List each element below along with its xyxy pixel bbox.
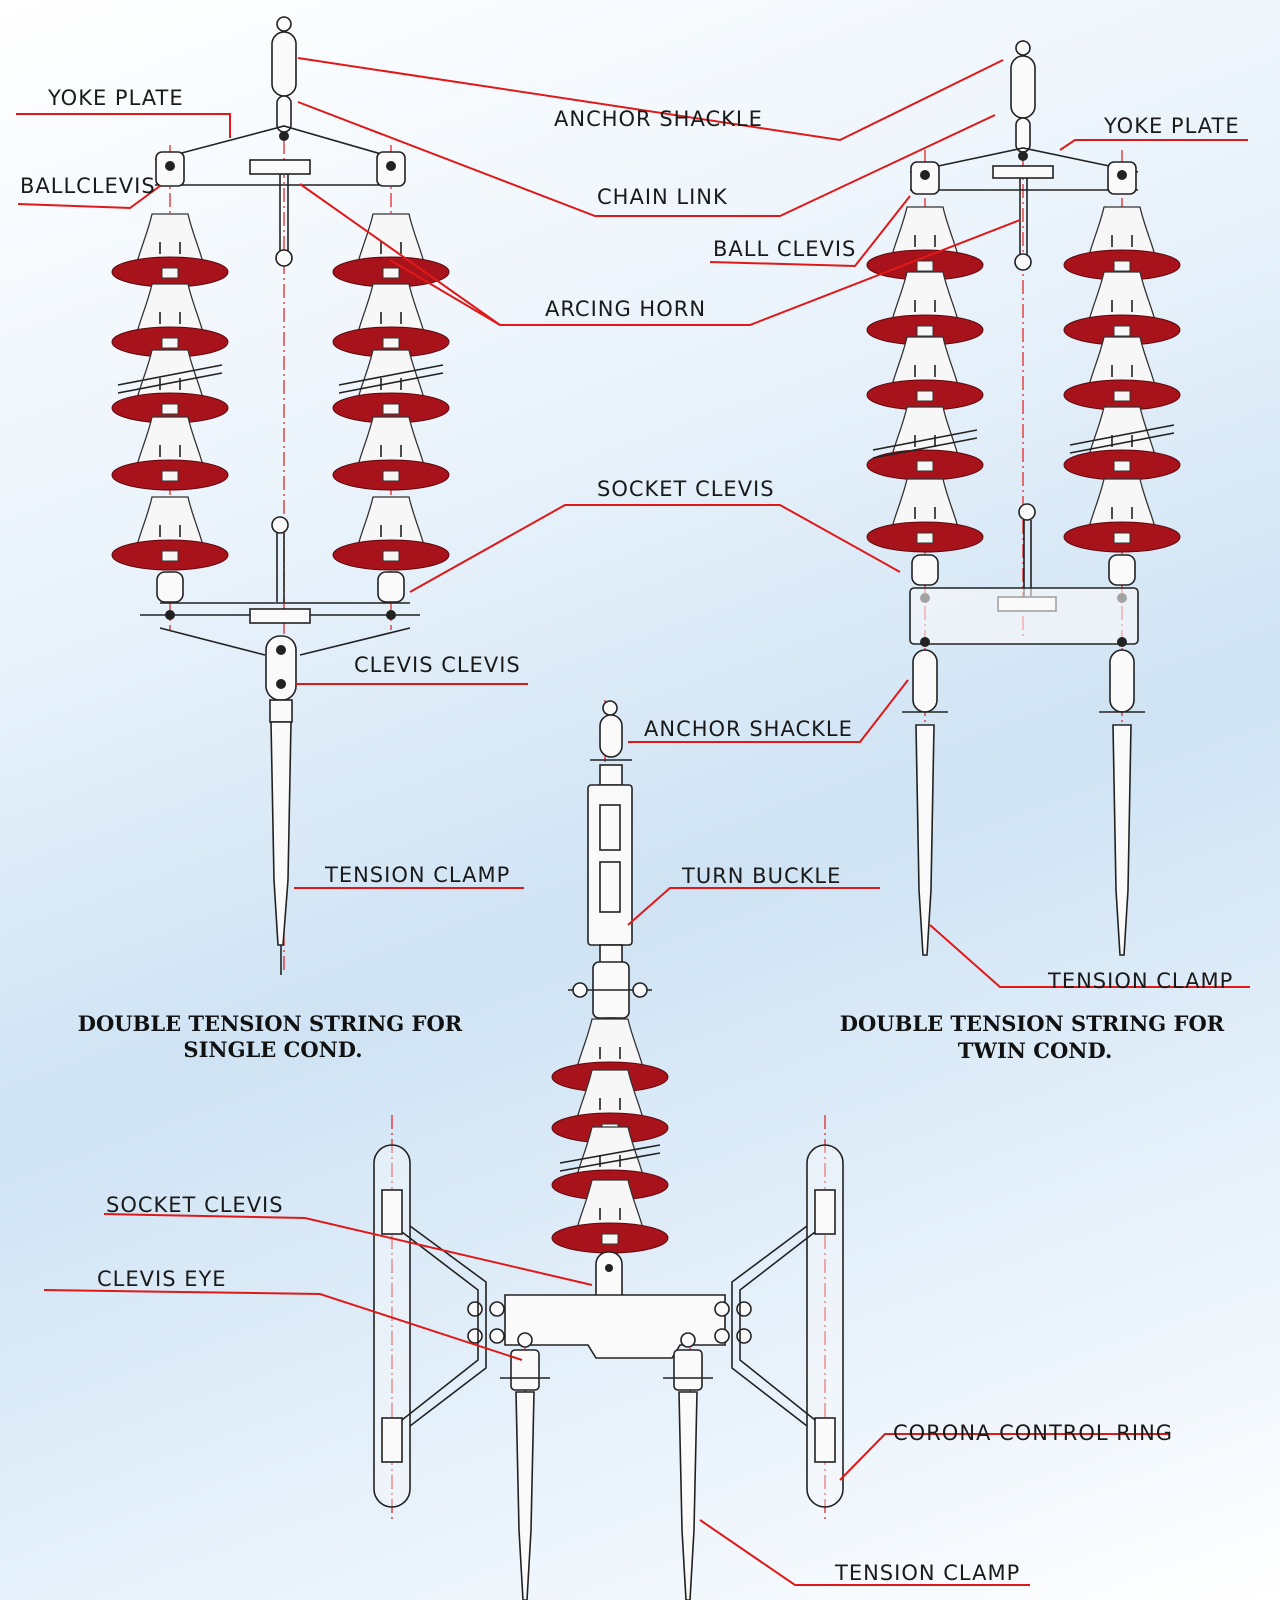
ball-clevis-left-a <box>155 151 185 187</box>
ball-clevis-left-b <box>376 151 406 187</box>
caption-twin-line2: TWIN COND. <box>958 1038 1113 1063</box>
label-socket-clevis-top: SOCKET CLEVIS <box>597 477 775 501</box>
single-cond-assembly <box>111 16 450 975</box>
anchor-shackle-right <box>1010 40 1036 161</box>
label-tension-clamp-right: TENSION CLAMP <box>1047 969 1233 993</box>
turn-buckle <box>587 764 633 966</box>
insulator-string-left-a <box>111 213 229 571</box>
yoke-plate-bottom <box>467 1294 752 1359</box>
anchor-shackle-twin <box>902 637 1145 713</box>
anchor-shackle <box>271 16 297 141</box>
leader-lines <box>16 57 1250 1586</box>
caption-single-line1: DOUBLE TENSION STRING FOR <box>78 1011 463 1036</box>
label-socket-clevis-bottom: SOCKET CLEVIS <box>106 1193 284 1217</box>
label-anchor-shackle-top: ANCHOR SHACKLE <box>554 107 763 131</box>
label-anchor-shackle-mid: ANCHOR SHACKLE <box>644 717 853 741</box>
arcing-horn-right-top <box>992 165 1054 271</box>
label-yoke-plate-left: YOKE PLATE <box>47 86 184 110</box>
twin-cond-assembly <box>866 40 1181 960</box>
socket-clevis-right <box>911 554 1136 603</box>
label-turn-buckle: TURN BUCKLE <box>681 864 841 888</box>
tension-clamp-twin <box>915 724 1132 956</box>
anchor-shackle-bottom <box>590 700 632 761</box>
yoke-plate <box>154 125 403 186</box>
arcing-horn-top <box>249 159 311 267</box>
label-chain-link: CHAIN LINK <box>597 185 728 209</box>
socket-clevis-left <box>156 571 405 620</box>
label-clevis-eye: CLEVIS EYE <box>97 1267 227 1291</box>
caption-single-line2: SINGLE COND. <box>183 1037 362 1062</box>
insulator-string-bottom <box>551 1018 669 1254</box>
label-clevis-clevis: CLEVIS CLEVIS <box>354 653 521 677</box>
corona-control-ring-right <box>731 1144 844 1508</box>
arcing-horn-bottom <box>249 516 311 624</box>
clevis-eye-bottom <box>500 1332 713 1391</box>
clevis-clevis <box>265 635 297 723</box>
label-tension-clamp-left: TENSION CLAMP <box>324 863 510 887</box>
yoke-plate-right <box>909 147 1139 191</box>
label-ball-clevis-left: BALLCLEVIS <box>20 174 156 198</box>
insulator-string-right-b <box>1063 206 1181 553</box>
corona-ring-assembly <box>373 700 844 1600</box>
corona-control-ring-left <box>373 1144 487 1508</box>
label-yoke-plate-right: YOKE PLATE <box>1103 114 1240 138</box>
captions: DOUBLE TENSION STRING FOR SINGLE COND. D… <box>78 1011 1225 1063</box>
label-arcing-horn: ARCING HORN <box>545 297 706 321</box>
twin-yoke-plate <box>909 587 1139 645</box>
label-tension-clamp-bottom: TENSION CLAMP <box>834 1561 1020 1585</box>
labels: YOKE PLATE BALLCLEVIS ANCHOR SHACKLE CHA… <box>20 86 1240 1585</box>
insulator-string-left-b <box>332 213 450 571</box>
tension-clamp-bottom <box>515 1391 698 1600</box>
caption-twin-line1: DOUBLE TENSION STRING FOR <box>840 1011 1225 1036</box>
tension-clamp-single <box>270 721 292 975</box>
insulator-string-right-a <box>866 206 984 553</box>
ball-clevis-right <box>910 161 1137 195</box>
label-corona-control-ring: CORONA CONTROL RING <box>893 1421 1173 1445</box>
label-ball-clevis-right: BALL CLEVIS <box>713 237 856 261</box>
